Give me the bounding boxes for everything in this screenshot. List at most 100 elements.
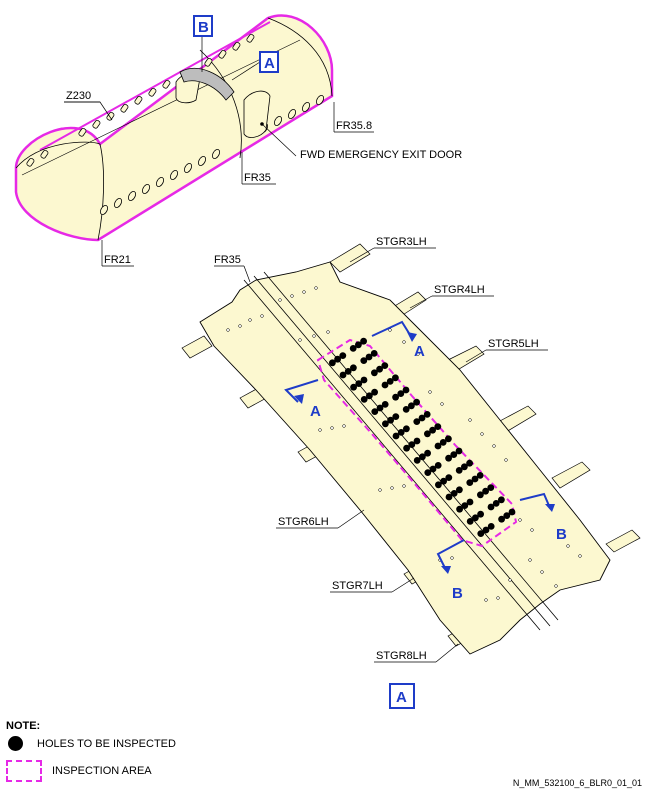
inspection-hole [413,437,421,445]
inspection-hole [487,484,495,491]
inspection-hole [413,457,421,464]
inspection-hole [445,435,452,443]
inspection-hole [424,430,431,438]
inspection-area-symbol [6,760,42,782]
inspection-hole [450,490,458,497]
callout-a-top: A [259,51,279,73]
inspection-hole [397,429,405,436]
inspection-hole [403,425,410,433]
inspection-hole [366,392,373,400]
label-fwd-emergency-exit-door: FWD EMERGENCY EXIT DOOR [300,149,462,161]
label-stgr8lh: STGR8LH [376,650,427,662]
inspection-hole [376,365,383,373]
inspection-hole [381,362,389,369]
inspection-hole [492,500,500,507]
inspection-hole [434,423,442,430]
inspection-hole [434,462,442,469]
inspection-hole [456,486,463,494]
detail-callout-a: A [389,683,415,709]
inspection-hole [487,523,495,530]
inspection-hole [476,472,484,479]
inspection-hole [429,426,436,434]
note-title: NOTE: [6,720,41,732]
inspection-hole [371,408,379,415]
inspection-hole [477,491,484,499]
inspection-hole [402,406,410,413]
inspection-hole [413,398,420,406]
inspection-hole [419,453,426,461]
inspection-hole [455,447,463,455]
inspection-hole [503,512,511,519]
inspection-hole [424,449,431,457]
inspection-hole [360,376,368,384]
inspection-hole [498,515,505,523]
inspection-hole [445,474,453,481]
inspection-hole [382,420,389,428]
inspection-hole [455,467,463,474]
inspection-hole [440,477,447,485]
inspection-hole [370,350,378,357]
inspection-hole [408,441,416,448]
inspection-hole [360,337,367,345]
hole-symbol [8,736,23,751]
inspection-hole [392,393,399,401]
label-fr21: FR21 [104,254,131,266]
emergency-exit-door [243,90,271,138]
inspection-hole [424,469,432,476]
view-arrows [284,320,551,571]
inspection-hole [371,388,378,396]
svg-text:A: A [396,689,407,706]
inspection-hole [365,353,373,361]
inspection-hole [466,498,474,506]
inspection-hole [456,505,463,513]
inspection-hole [423,411,431,418]
view-a-upper: A [414,343,425,360]
view-b-lower: B [452,585,463,602]
holes-to-be-inspected [329,337,516,537]
inspection-hole [482,526,490,534]
inspection-hole [498,496,505,504]
inspection-hole [350,383,357,391]
inspection-hole [392,432,400,440]
legend-holes-text: HOLES TO BE INSPECTED [37,737,176,750]
inspection-hole [466,479,474,486]
inspection-hole [461,463,468,471]
upper-window-row [26,33,255,167]
inspection-hole [408,402,415,410]
label-fr35-detail: FR35 [214,254,241,266]
inspection-hole [339,371,347,379]
inspection-hole [360,396,368,403]
svg-text:B: B [198,19,209,36]
label-stgr3lh: STGR3LH [376,236,427,248]
inspection-hole [450,451,458,458]
inspection-hole [466,459,473,467]
inspection-hole [355,380,363,387]
legend-holes: HOLES TO BE INSPECTED [6,736,176,751]
inspection-hole [477,510,484,518]
inspection-hole [329,359,336,367]
inspection-hole [439,439,447,446]
inspection-hole [387,416,394,424]
inspection-hole [482,487,489,495]
inspection-hole [376,404,384,412]
inspection-hole [360,357,368,364]
inspection-hole [418,414,426,422]
svg-text:A: A [264,55,275,72]
legend-area-text: INSPECTION AREA [52,765,152,777]
inspection-hole [386,378,394,385]
fastener-holes [226,286,582,602]
inspection-strip [179,68,235,101]
inspection-hole [403,444,410,452]
fuselage-section [14,14,374,267]
label-z230: Z230 [66,90,91,102]
label-fr35-8: FR35.8 [336,120,372,132]
legend-area: INSPECTION AREA [6,760,152,782]
inspection-hole [472,514,479,522]
inspection-hole [392,413,400,420]
label-stgr4lh: STGR4LH [434,284,485,296]
inspection-hole [429,465,437,473]
inspection-hole [445,454,452,462]
inspection-hole [461,502,469,509]
label-stgr5lh: STGR5LH [488,338,539,350]
